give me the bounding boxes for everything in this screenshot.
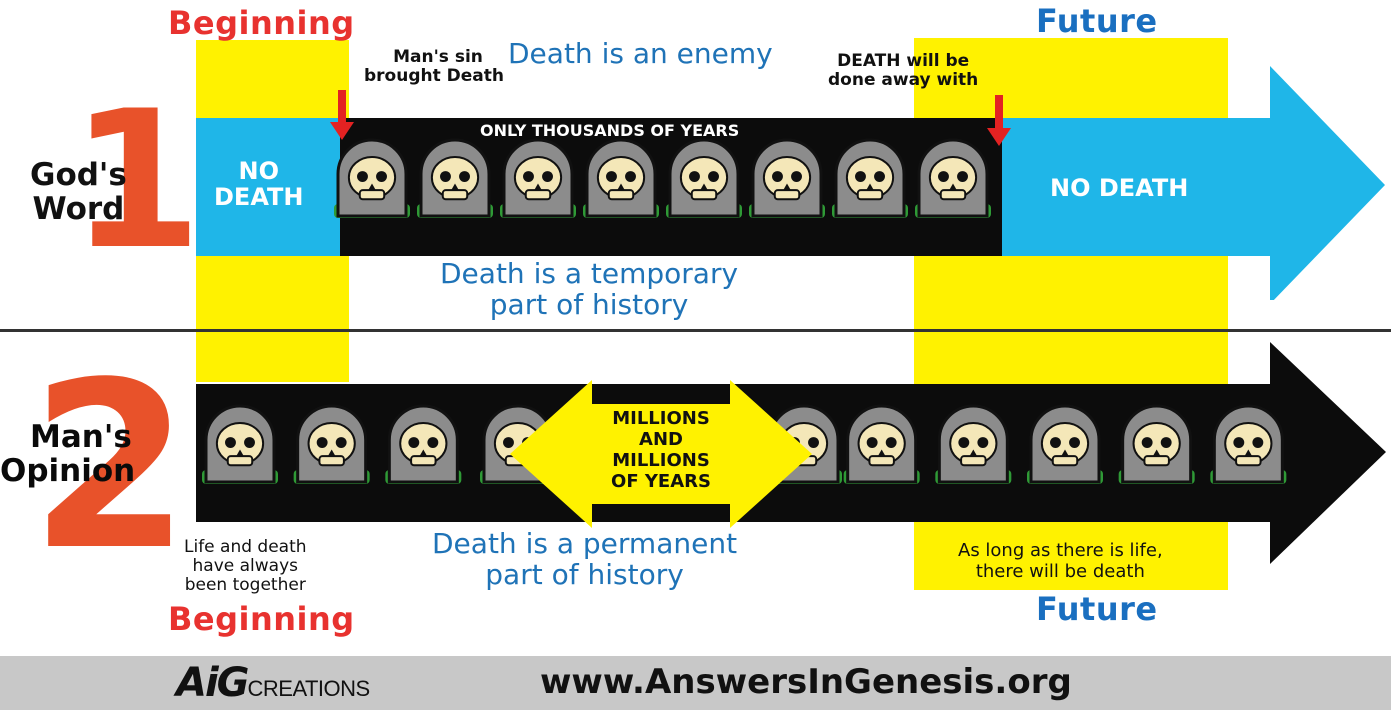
skull-icon	[399, 422, 448, 467]
no-death-right: NO DEATH	[1050, 174, 1189, 202]
skull-icon	[857, 422, 906, 467]
top-timeline	[196, 66, 1385, 300]
timeline-caption: ONLY THOUSANDS OF YEARS	[480, 121, 740, 140]
tombstone	[417, 138, 493, 218]
done-away-note: DEATH will be done away with	[828, 51, 979, 90]
skull-icon	[307, 422, 356, 467]
sin-arrow	[330, 90, 354, 140]
tombstone	[843, 404, 920, 484]
top-beginning-label: Beginning	[168, 4, 355, 42]
tombstone	[1210, 404, 1287, 484]
skull-icon	[1132, 422, 1181, 467]
tombstone	[1118, 404, 1195, 484]
tombstone	[915, 138, 991, 218]
skull-icon	[1224, 422, 1273, 467]
row-number-2: 2	[30, 334, 191, 601]
temporary-note: Death is a temporary part of history	[440, 257, 739, 321]
top-future-arrow	[1000, 66, 1385, 300]
site-url[interactable]: www.AnswersInGenesis.org	[540, 662, 1072, 702]
skull-icon	[430, 156, 480, 201]
tombstone	[832, 138, 908, 218]
skull-icon	[347, 156, 397, 201]
skull-icon	[596, 156, 646, 201]
as-long-note: As long as there is life, there will be …	[958, 540, 1163, 582]
skull-icon	[215, 422, 265, 467]
no-death-left: NO DEATH	[214, 157, 304, 211]
skull-icon	[949, 422, 998, 467]
tombstone	[583, 138, 659, 218]
done-away-arrow	[987, 95, 1011, 146]
tombstone	[293, 404, 370, 484]
skull-icon	[679, 156, 729, 201]
skull-icon	[845, 156, 895, 201]
millions-label: MILLIONS AND MILLIONS OF YEARS	[611, 408, 711, 492]
tombstone	[500, 138, 576, 218]
tombstone	[334, 138, 410, 218]
mans-opinion-label: Man's Opinion	[0, 419, 136, 489]
aig-logo-mark: AiG	[176, 660, 249, 706]
top-tombstones	[334, 138, 991, 218]
permanent-note: Death is a permanent part of history	[432, 527, 738, 591]
row-divider	[0, 329, 1391, 332]
aig-logo: AiGCREATIONS	[176, 660, 370, 706]
skull-icon	[513, 156, 563, 201]
aig-logo-suffix: CREATIONS	[247, 676, 371, 701]
tombstone	[202, 404, 278, 484]
together-note: Life and death have always been together	[184, 537, 307, 595]
skull-icon	[762, 156, 812, 201]
bottom-future-label: Future	[1036, 590, 1158, 628]
bottom-tombstones	[202, 404, 1287, 484]
tombstone	[1027, 404, 1103, 484]
top-no-death-left-block	[196, 118, 344, 256]
bottom-beginning-label: Beginning	[168, 600, 355, 638]
tombstone	[666, 138, 742, 218]
sin-note: Man's sin brought Death	[364, 47, 504, 86]
enemy-note: Death is an enemy	[508, 37, 773, 70]
skull-icon	[928, 156, 978, 201]
footer-bar: AiGCREATIONS www.AnswersInGenesis.org	[0, 656, 1391, 710]
tombstone	[935, 404, 1012, 484]
tombstone	[749, 138, 825, 218]
top-future-label: Future	[1036, 2, 1158, 40]
bottom-timeline	[196, 342, 1386, 564]
tombstone	[385, 404, 462, 484]
millions-double-arrow	[510, 380, 812, 528]
skull-icon	[1040, 422, 1090, 467]
row-number-1: 1	[70, 70, 203, 291]
gods-word-label: God's Word	[30, 157, 127, 227]
